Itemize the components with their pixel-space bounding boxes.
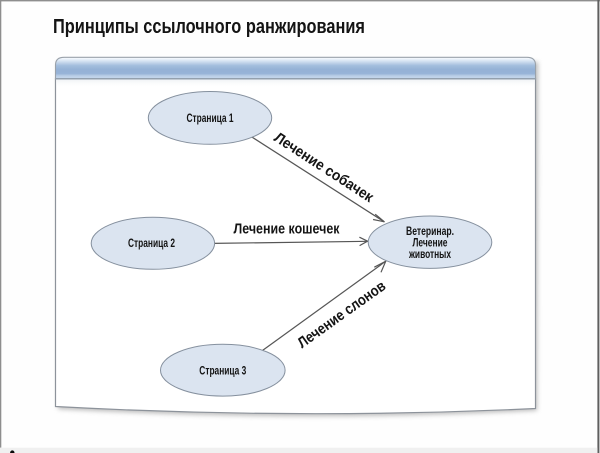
svg-text:Лечение кошечек: Лечение кошечек bbox=[234, 222, 341, 238]
svg-text:Страница 3: Страница 3 bbox=[199, 366, 246, 378]
svg-text:Лечение: Лечение bbox=[413, 237, 448, 249]
svg-text:Страница 1: Страница 1 bbox=[187, 113, 234, 125]
svg-text:Страница 2: Страница 2 bbox=[128, 238, 175, 250]
svg-text:животных: животных bbox=[408, 249, 451, 261]
svg-text:Принципы ссылочного ранжирован: Принципы ссылочного ранжирования bbox=[53, 16, 365, 38]
svg-text:Ветеринар.: Ветеринар. bbox=[406, 226, 454, 238]
